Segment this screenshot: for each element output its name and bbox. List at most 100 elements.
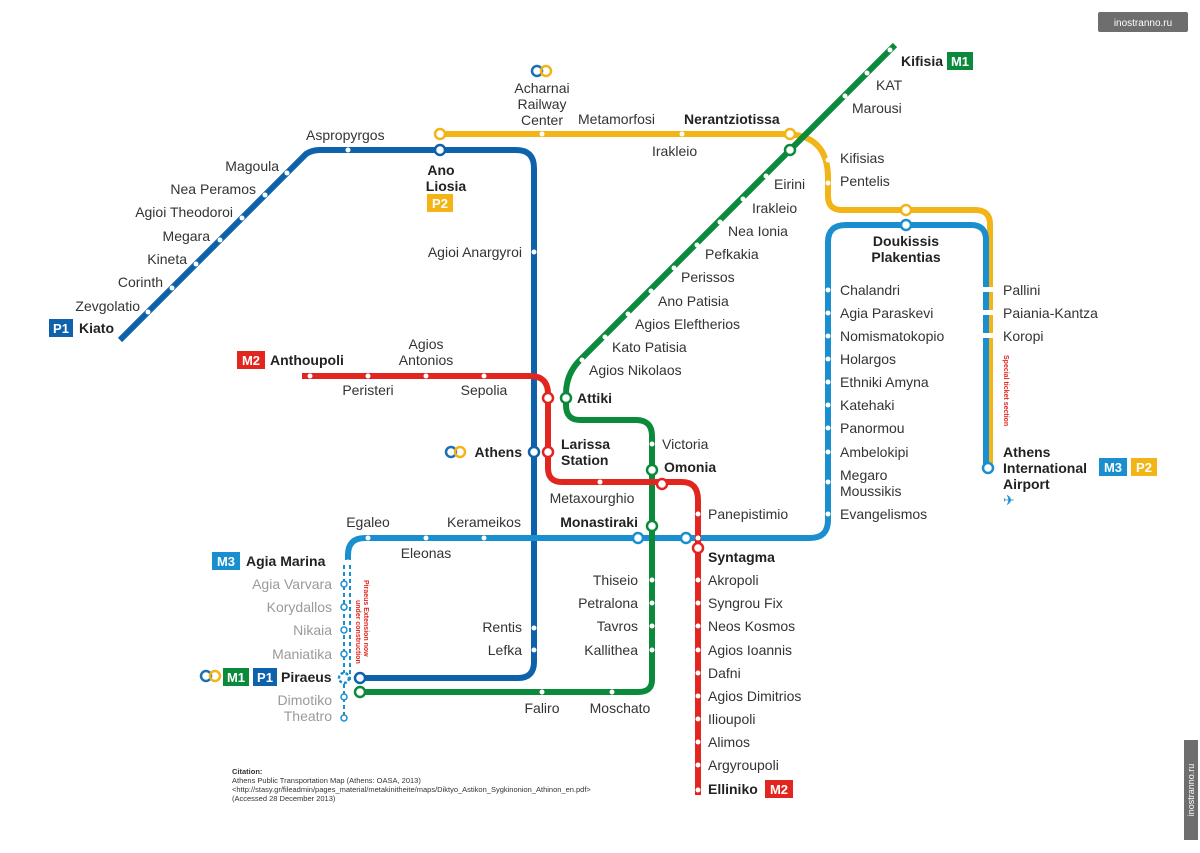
- label-marousi: Marousi: [852, 100, 902, 116]
- label-pallini: Pallini: [1003, 282, 1040, 298]
- label-korydallos: Korydallos: [267, 599, 332, 615]
- label-dimotiko-1: Dimotiko: [278, 692, 333, 708]
- label-perissos: Perissos: [681, 269, 735, 285]
- label-pefkakia: Pefkakia: [705, 246, 759, 262]
- label-ambelokipi: Ambelokipi: [840, 444, 908, 460]
- svg-text:M2: M2: [242, 353, 260, 368]
- label-aspropyrgos: Aspropyrgos: [306, 127, 385, 143]
- line-p1-suburban: [117, 147, 537, 681]
- label-agia-varvara: Agia Varvara: [252, 576, 332, 592]
- label-agioi-anargyroi: Agioi Anargyroi: [428, 244, 522, 260]
- label-kat: KAT: [876, 77, 903, 93]
- label-megaro-2: Moussikis: [840, 483, 901, 499]
- label-argyroupoli: Argyroupoli: [708, 757, 779, 773]
- label-agios-antonios-1: Agios: [408, 336, 443, 352]
- label-airport-3: Airport: [1003, 476, 1050, 492]
- line-m2-red: [302, 373, 701, 795]
- label-chalandri: Chalandri: [840, 282, 900, 298]
- label-airport-2: International: [1003, 460, 1087, 476]
- svg-text:inostranno.ru: inostranno.ru: [1186, 764, 1196, 817]
- label-athens: Athens: [475, 444, 523, 460]
- label-ano-liosia-1: Ano: [427, 162, 454, 178]
- label-syntagma: Syntagma: [708, 549, 775, 565]
- label-acharnai-2: Railway: [517, 96, 566, 112]
- airplane-icon: ✈: [1003, 492, 1015, 508]
- label-petralona: Petralona: [578, 595, 638, 611]
- label-monastiraki: Monastiraki: [560, 514, 638, 530]
- badge-m2-elliniko: M2: [765, 780, 793, 798]
- svg-text:M1: M1: [951, 54, 969, 69]
- badge-p2-airport: P2: [1131, 458, 1157, 476]
- airport-line-stops: [980, 287, 996, 475]
- label-anthoupoli: Anthoupoli: [270, 352, 344, 368]
- label-ano-liosia-2: Liosia: [426, 178, 467, 194]
- label-panepistimio: Panepistimio: [708, 506, 788, 522]
- label-agios-nikolaos: Agios Nikolaos: [589, 362, 682, 378]
- badge-m1-kifisia: M1: [947, 52, 973, 70]
- label-nerantziotissa: Nerantziotissa: [684, 111, 780, 127]
- label-special-ticket: Special ticket section: [1002, 355, 1009, 426]
- label-alimos: Alimos: [708, 734, 750, 750]
- label-kerameikos: Kerameikos: [447, 514, 521, 530]
- station-labels: Kifisia KAT Marousi Nerantziotissa Irakl…: [75, 53, 1098, 797]
- label-kiato: Kiato: [79, 320, 114, 336]
- label-acharnai-3: Center: [521, 112, 563, 128]
- label-tavros: Tavros: [597, 618, 638, 634]
- label-irakleio-m1: Irakleio: [752, 200, 797, 216]
- badge-m3-airport: M3: [1099, 458, 1127, 476]
- label-piraeus-ext-1: Piraeus Extension now: [362, 580, 369, 657]
- svg-text:Athens Public Transportation M: Athens Public Transportation Map (Athens…: [232, 776, 421, 785]
- label-agios-ioannis: Agios Ioannis: [708, 642, 792, 658]
- badge-m2-anthoupoli: M2: [237, 351, 265, 369]
- svg-text:<http://stasy.gr/fileadmin/pag: <http://stasy.gr/fileadmin/pages_materia…: [232, 785, 591, 794]
- label-airport-1: Athens: [1003, 444, 1051, 460]
- label-zevgolatio: Zevgolatio: [75, 298, 140, 314]
- citation: Citation: Athens Public Transportation M…: [232, 767, 591, 803]
- label-lefka: Lefka: [488, 642, 522, 658]
- label-doukissis-1: Doukissis: [873, 233, 939, 249]
- label-paiania: Paiania-Kantza: [1003, 305, 1098, 321]
- label-holargos: Holargos: [840, 351, 896, 367]
- svg-text:M3: M3: [217, 554, 235, 569]
- label-neos-kosmos: Neos Kosmos: [708, 618, 795, 634]
- ose-railway-icon-athens: [444, 445, 467, 459]
- svg-text:Citation:: Citation:: [232, 767, 262, 776]
- label-metaxourghio: Metaxourghio: [550, 490, 635, 506]
- label-agios-dimitrios: Agios Dimitrios: [708, 688, 801, 704]
- label-elliniko: Elliniko: [708, 781, 758, 797]
- label-corinth: Corinth: [118, 274, 163, 290]
- station-dots: [145, 47, 893, 793]
- badge-p2-ano-liosia: P2: [427, 194, 453, 212]
- label-larissa-2: Station: [561, 452, 608, 468]
- watermark-top: inostranno.ru: [1098, 12, 1188, 32]
- label-eleonas: Eleonas: [401, 545, 452, 561]
- label-nikaia: Nikaia: [293, 622, 332, 638]
- label-faliro: Faliro: [524, 700, 559, 716]
- label-thiseio: Thiseio: [593, 572, 638, 588]
- label-ethniki-amyna: Ethniki Amyna: [840, 374, 929, 390]
- label-nea-ionia: Nea Ionia: [728, 223, 788, 239]
- label-dafni: Dafni: [708, 665, 741, 681]
- line-p2-suburban: [440, 131, 993, 470]
- badge-p1-piraeus: P1: [253, 668, 277, 686]
- svg-text:P1: P1: [53, 321, 69, 336]
- label-irakleio-p2: Irakleio: [652, 143, 697, 159]
- label-metamorfosi: Metamorfosi: [578, 111, 655, 127]
- label-koropi: Koropi: [1003, 328, 1043, 344]
- label-omonia: Omonia: [664, 459, 716, 475]
- svg-text:P1: P1: [257, 670, 273, 685]
- label-piraeus-ext-2: under construction: [354, 600, 361, 664]
- line-m1-green: [360, 42, 898, 695]
- interchanges: [337, 127, 913, 699]
- label-agios-antonios-2: Antonios: [399, 352, 453, 368]
- label-nomismatokopio: Nomismatokopio: [840, 328, 944, 344]
- svg-text:(Accessed 28 December 2013): (Accessed 28 December 2013): [232, 794, 336, 803]
- label-kineta: Kineta: [147, 251, 187, 267]
- svg-text:M1: M1: [227, 670, 245, 685]
- label-egaleo: Egaleo: [346, 514, 390, 530]
- label-megara: Megara: [163, 228, 211, 244]
- label-kallithea: Kallithea: [584, 642, 638, 658]
- label-kifisias: Kifisias: [840, 150, 884, 166]
- ose-railway-icon-acharnai: [530, 64, 553, 78]
